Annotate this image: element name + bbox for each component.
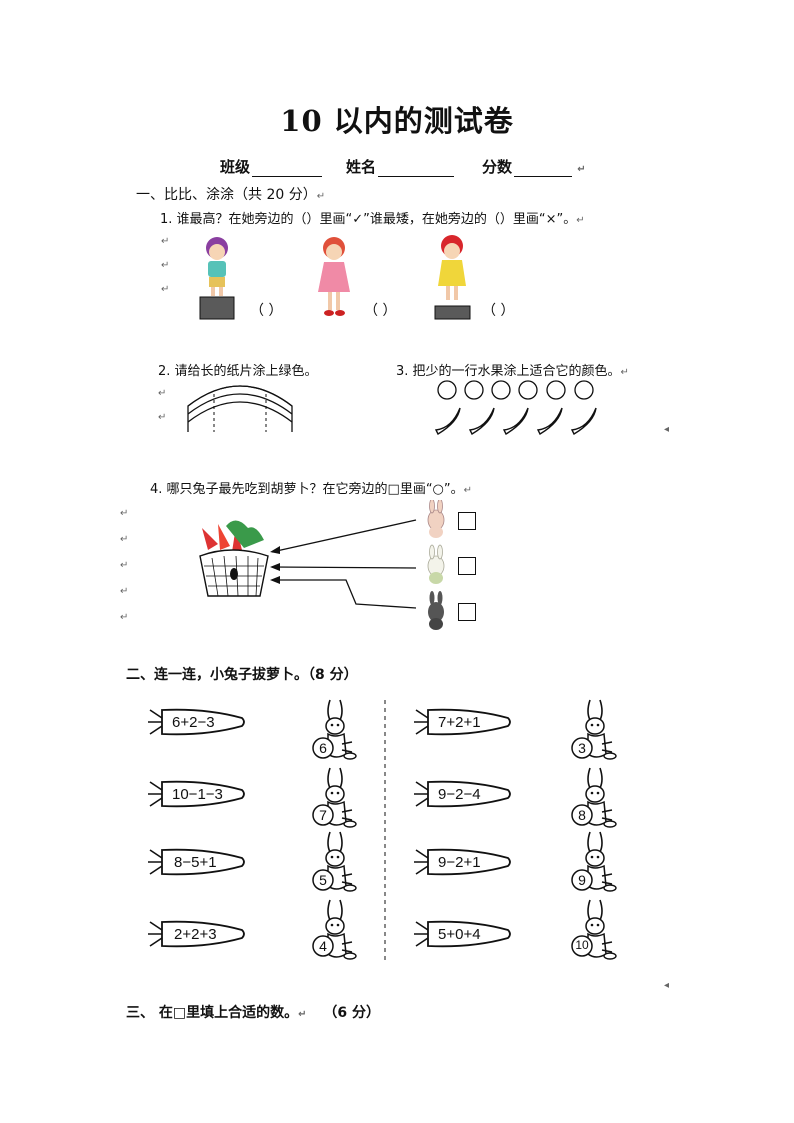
page-title: 10 以内的测试卷 [280,104,514,138]
rabbit-gray-icon [428,591,444,630]
rabbit-number[interactable]: 9 [578,872,586,888]
rabbit-number[interactable]: 8 [578,807,586,823]
score-blank[interactable] [514,160,573,177]
path-line [271,519,417,553]
rabbit-number[interactable]: 10 [575,938,589,952]
class-blank[interactable] [252,160,323,177]
carrot-expression[interactable]: 7+2+1 [438,714,481,731]
class-field: 班级 [220,156,323,177]
section1-heading: 一、比比、涂涂（共 20 分）↵ [136,187,326,203]
fruit-rows[interactable] [430,378,602,438]
path-line [271,566,417,569]
path-line [272,579,417,609]
return-mark: ↵ [577,164,586,175]
rabbit-white-icon [427,544,445,584]
rabbit-number[interactable]: 3 [578,740,586,756]
carrot-expression[interactable]: 5+0+4 [438,926,481,943]
section3-heading: 三、 在□里填上合适的数。↵ （6 分） [126,1005,380,1021]
answer-box-1[interactable] [458,512,476,530]
answer-paren-3[interactable]: （ ） [482,303,515,319]
rabbit-number[interactable]: 7 [319,807,327,823]
carrot-basket-icon [199,520,269,597]
girl-purple-icon [199,237,235,320]
return-mark: ↵ [161,236,170,247]
name-label: 姓名 [346,158,377,176]
girl-red-icon [318,237,350,316]
carrot-expression[interactable]: 8−5+1 [174,854,217,871]
section2-heading: 二、连一连，小兔子拔萝卜。（8 分） [126,667,358,683]
q1-text: 1. 谁最高？在她旁边的（）里画“✓”谁最矮，在她旁边的（）里画“×”。↵ [160,212,585,227]
carrot-expression[interactable]: 9−2−4 [438,786,481,803]
banana-icon [434,407,597,435]
anchor-mark: ◂ [664,980,670,991]
answer-box-3[interactable] [458,603,476,621]
divider [384,700,386,962]
return-mark: ↵ [120,534,129,545]
return-mark: ↵ [120,586,129,597]
return-mark: ↵ [120,560,129,571]
name-field: 姓名 [346,156,455,177]
answer-paren-2[interactable]: （ ） [364,303,397,319]
return-mark: ↵ [161,284,170,295]
answer-box-2[interactable] [458,557,476,575]
rabbit-number[interactable]: 4 [319,938,327,954]
carrot-expression[interactable]: 2+2+3 [174,926,217,943]
anchor-mark: ◂ [664,424,670,435]
class-label: 班级 [220,158,251,176]
score-field: 分数 ↵ [482,156,586,177]
q2-text: 2. 请给长的纸片涂上绿色。 [158,364,318,379]
carrot-expression[interactable]: 9−2+1 [438,854,481,871]
return-mark: ↵ [120,612,129,623]
q4-text: 4. 哪只兔子最先吃到胡萝卜？在它旁边的□里画“○”。↵ [150,482,473,497]
rabbit-number[interactable]: 6 [319,740,327,756]
score-label: 分数 [482,158,513,176]
return-mark: ↵ [161,260,170,271]
answer-paren-1[interactable]: （ ） [250,303,283,319]
girls-height-illustration [199,235,471,320]
rabbit-carrot-race [199,500,445,630]
section3-points: （6 分） [323,1005,380,1021]
return-mark: ↵ [158,412,167,423]
return-mark: ↵ [158,388,167,399]
rabbits-layer [312,699,617,960]
name-blank[interactable] [378,160,455,177]
rabbit-number[interactable]: 5 [319,872,327,888]
carrot-expression[interactable]: 10−1−3 [172,786,223,803]
q3-text: 3. 把少的一行水果涂上适合它的颜色。↵ [396,364,629,379]
return-mark: ↵ [120,508,129,519]
paper-strips-arcs[interactable] [184,372,296,436]
girl-yellow-dress-icon [434,235,471,320]
apple-icon [437,380,594,400]
rabbit-pink-icon [427,500,445,538]
carrot-expression[interactable]: 6+2−3 [172,714,215,731]
